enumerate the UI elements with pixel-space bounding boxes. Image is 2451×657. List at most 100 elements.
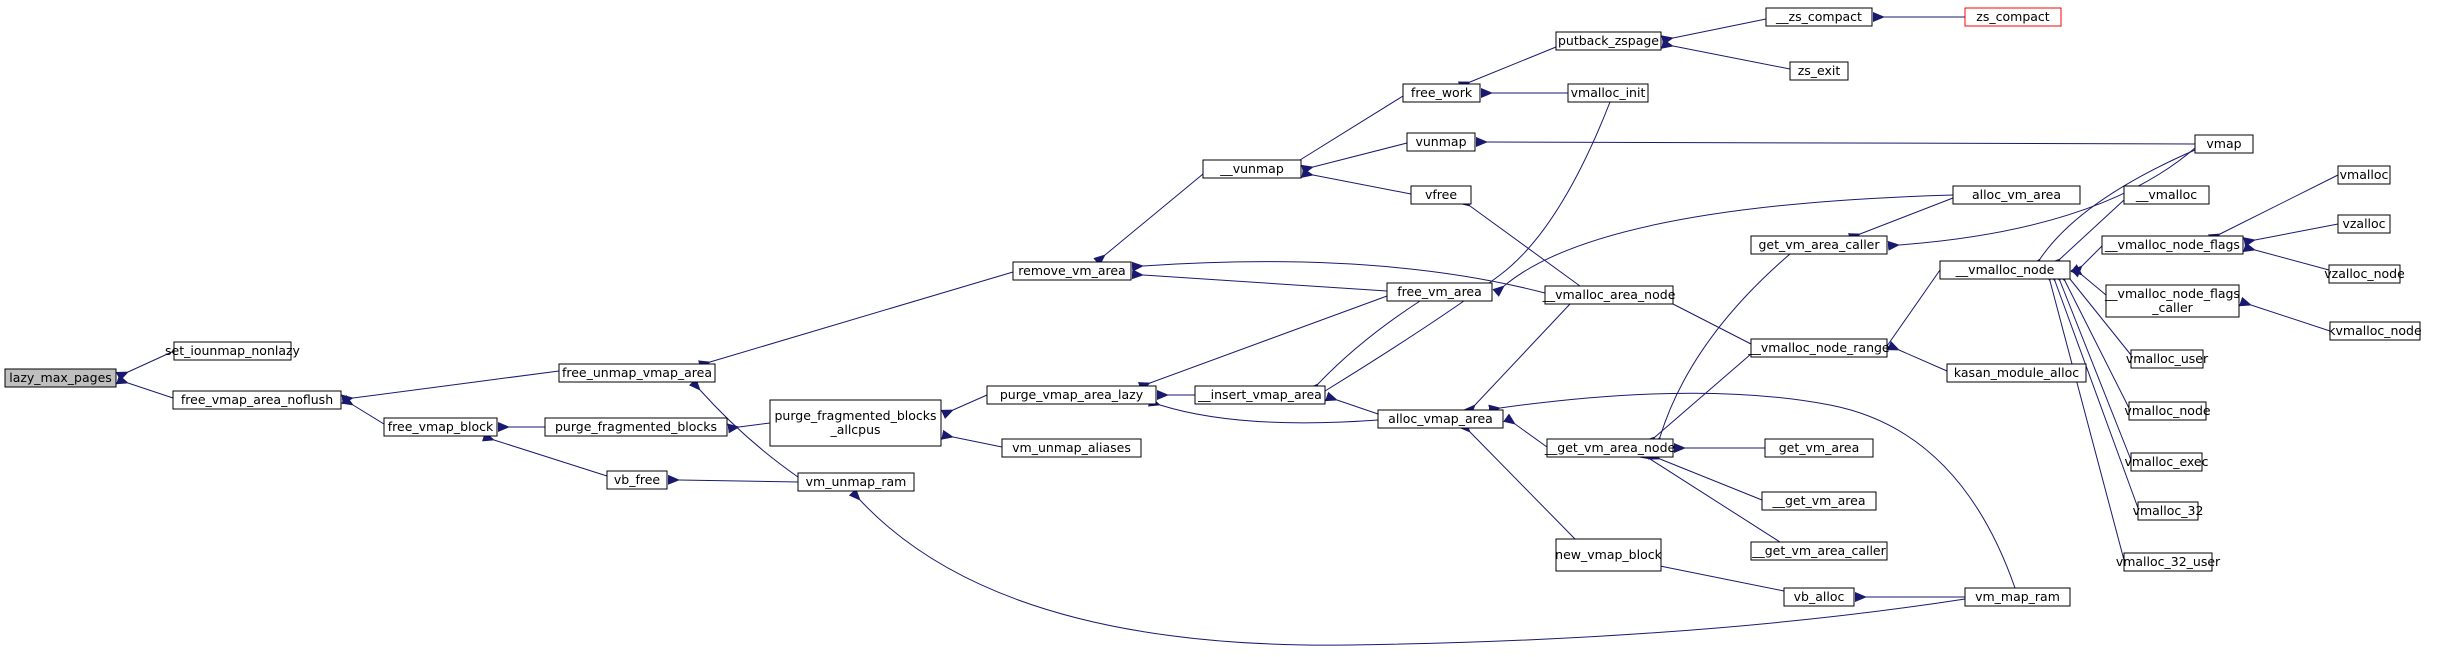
node-vm_unmap_ram[interactable]: vm_unmap_ram	[797, 472, 915, 492]
call-edge-vzalloc_node-to-__vmalloc_node_flags	[2243, 242, 2330, 271]
node-kasan_module_alloc[interactable]: kasan_module_alloc	[1946, 363, 2087, 383]
call-edge-vunmap-to-__vunmap	[1301, 142, 1408, 175]
call-edge-vm_unmap_ram-to-free_unmap_vmap_area	[688, 378, 799, 478]
node-vunmap[interactable]: vunmap	[1406, 132, 1476, 152]
node-get_vm_area[interactable]: get_vm_area	[1764, 438, 1874, 458]
call-edge-putback_zspage-to-free_work	[1457, 46, 1557, 91]
node-kvmalloc_node[interactable]: kvmalloc_node	[2328, 321, 2422, 341]
node-__vmalloc_node_flags[interactable]: __vmalloc_node_flags	[2101, 235, 2244, 255]
node-label: __insert_vmap_area	[1197, 387, 1322, 402]
node-free_unmap_vmap_area[interactable]: free_unmap_vmap_area	[558, 363, 716, 383]
node-label: putback_zspage	[1558, 33, 1659, 48]
node-box	[2337, 165, 2391, 185]
node-label: purge_fragmented_blocks	[555, 419, 717, 434]
node-vmalloc_node[interactable]: vmalloc_node	[2124, 401, 2211, 421]
node-vmalloc_32[interactable]: vmalloc_32	[2133, 501, 2204, 521]
node-__get_vm_area_node[interactable]: __get_vm_area_node	[1544, 438, 1676, 458]
call-edge-vm_unmap_aliases-to-purge_fragmented_blocks_allcpus	[941, 429, 1003, 448]
call-edge-__vmalloc_node_flags_caller-to-__vmalloc_node	[2070, 264, 2107, 296]
node-vzalloc_node[interactable]: vzalloc_node	[2324, 264, 2405, 284]
node-__get_vm_area[interactable]: __get_vm_area	[1761, 491, 1877, 511]
node-box	[383, 417, 498, 437]
call-edge-alloc_vmap_area-to-__insert_vmap_area	[1324, 391, 1379, 415]
node-label: vmalloc	[2340, 167, 2389, 182]
call-edge-__get_vm_area-to-__get_vm_area_node	[1647, 450, 1763, 501]
call-edge-alloc_vmap_area-to-purge_vmap_area_lazy	[1148, 396, 1379, 424]
node-box	[172, 390, 342, 410]
node-vmalloc_init[interactable]: vmalloc_init	[1567, 83, 1649, 103]
node-vmalloc_exec[interactable]: vmalloc_exec	[2125, 452, 2209, 472]
node-box	[986, 385, 1157, 405]
node-new_vmap_block[interactable]: new_vmap_block	[1555, 538, 1663, 572]
call-edge-vmap-to-__vmalloc_node	[2029, 149, 2196, 271]
node-free_vmap_block[interactable]: free_vmap_block	[383, 417, 498, 437]
node-zs_exit[interactable]: zs_exit	[1789, 61, 1849, 81]
call-edge-vmalloc_exec-to-__vmalloc_node	[2051, 268, 2132, 461]
node-vb_alloc[interactable]: vb_alloc	[1783, 587, 1855, 607]
call-edge-__vmalloc-to-__vmalloc_node	[2048, 199, 2125, 271]
node-__vmalloc[interactable]: __vmalloc	[2123, 185, 2210, 205]
node-__get_vm_area_caller[interactable]: __get_vm_area_caller	[1750, 541, 1888, 561]
node-free_vm_area[interactable]: free_vm_area	[1386, 282, 1493, 302]
node-label: vmalloc_init	[1571, 85, 1646, 100]
node-purge_fragmented_blocks[interactable]: purge_fragmented_blocks	[544, 417, 728, 437]
node-remove_vm_area[interactable]: remove_vm_area	[1012, 261, 1132, 281]
node-box	[1377, 409, 1504, 429]
node-vfree[interactable]: vfree	[1410, 185, 1472, 205]
node-__vmalloc_node[interactable]: __vmalloc_node	[1939, 260, 2071, 280]
node-box	[1555, 538, 1662, 572]
node-get_vm_area_caller[interactable]: get_vm_area_caller	[1750, 235, 1888, 255]
node-free_work[interactable]: free_work	[1402, 83, 1481, 103]
call-edge-vmalloc_32_user-to-__vmalloc_node	[2042, 269, 2125, 561]
node-box	[606, 470, 668, 490]
call-edge-alloc_vm_area-to-free_vm_area	[1492, 194, 1954, 297]
node-vmap[interactable]: vmap	[2194, 134, 2254, 154]
node-vmalloc[interactable]: vmalloc	[2337, 165, 2391, 185]
node-zs_compact[interactable]: zs_compact	[1964, 7, 2062, 27]
node-box	[2137, 501, 2199, 521]
node-putback_zspage[interactable]: putback_zspage	[1555, 31, 1662, 51]
node-free_vmap_area_noflush[interactable]: free_vmap_area_noflush	[172, 390, 342, 410]
call-edge-new_vmap_block-to-alloc_vmap_area	[1458, 420, 1576, 540]
call-edge-__vmalloc_area_node-to-alloc_vmap_area	[1463, 303, 1571, 417]
node-__vunmap[interactable]: __vunmap	[1202, 159, 1302, 179]
call-edge-free_vmap_block-to-free_vmap_area_noflush	[341, 394, 385, 425]
node-__zs_compact[interactable]: __zs_compact	[1765, 7, 1873, 27]
node-box	[544, 417, 728, 437]
call-edge-vzalloc-to-__vmalloc_node_flags	[2243, 223, 2339, 247]
node-set_iounmap_nonlazy[interactable]: set_iounmap_nonlazy	[165, 341, 301, 361]
node-lazy_max_pages[interactable]: lazy_max_pages	[4, 368, 117, 388]
node-__insert_vmap_area[interactable]: __insert_vmap_area	[1194, 385, 1326, 405]
node-__vmalloc_node_range[interactable]: __vmalloc_node_range	[1747, 338, 1890, 358]
node-label: vfree	[1425, 187, 1457, 202]
node-alloc_vmap_area[interactable]: alloc_vmap_area	[1377, 409, 1504, 429]
node-label: vzalloc_node	[2324, 266, 2405, 281]
node-box	[173, 341, 292, 361]
call-edge-get_vm_area_caller-to-__get_vm_area_node	[1651, 253, 1791, 449]
node-box	[2130, 349, 2204, 369]
node-box	[1750, 541, 1888, 561]
node-vb_free[interactable]: vb_free	[606, 470, 668, 490]
node-box	[1410, 185, 1472, 205]
node-label: lazy_max_pages	[9, 370, 112, 385]
node-box	[1001, 438, 1142, 458]
node-vzalloc[interactable]: vzalloc	[2337, 214, 2391, 234]
node-__vmalloc_node_flags_caller[interactable]: __vmalloc_node_flags_caller	[2104, 284, 2240, 318]
node-label: __get_vm_area	[1772, 493, 1866, 508]
node-label: __get_vm_area_caller	[1751, 543, 1886, 558]
node-vmalloc_32_user[interactable]: vmalloc_32_user	[2116, 552, 2221, 572]
node-vmalloc_user[interactable]: vmalloc_user	[2126, 349, 2209, 369]
node-box	[2105, 284, 2240, 318]
node-label: free_vm_area	[1397, 284, 1482, 299]
call-edge-remove_vm_area-to-free_unmap_vmap_area	[698, 271, 1014, 370]
node-__vmalloc_area_node[interactable]: __vmalloc_area_node	[1542, 285, 1676, 305]
node-purge_fragmented_blocks_allcpus[interactable]: purge_fragmented_blocks_allcpus	[769, 399, 942, 447]
node-box	[1194, 385, 1326, 405]
node-purge_vmap_area_lazy[interactable]: purge_vmap_area_lazy	[986, 385, 1157, 405]
call-edge-vb_alloc-to-new_vmap_block	[1648, 558, 1785, 592]
node-label: _caller	[2151, 300, 2193, 315]
node-vm_map_ram[interactable]: vm_map_ram	[1964, 587, 2071, 607]
node-label: vmalloc_node	[2124, 403, 2210, 418]
node-alloc_vm_area[interactable]: alloc_vm_area	[1952, 185, 2081, 205]
node-vm_unmap_aliases[interactable]: vm_unmap_aliases	[1001, 438, 1142, 458]
